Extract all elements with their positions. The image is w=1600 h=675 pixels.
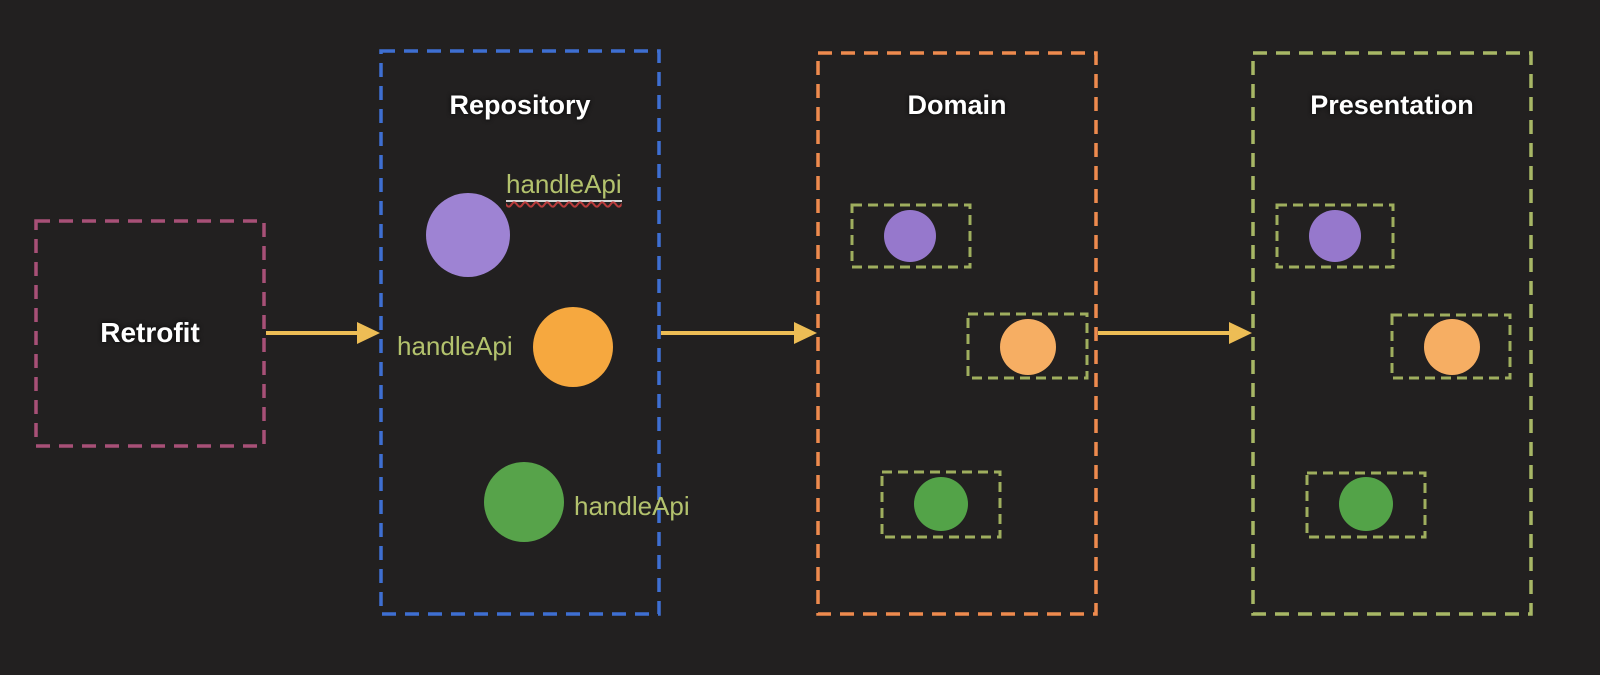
repository-box <box>379 49 661 616</box>
handle-api-label-bottom: handleApi <box>574 491 690 521</box>
presentation-green-circle <box>1339 477 1393 531</box>
domain-title: Domain <box>907 90 1007 120</box>
presentation-box <box>1251 51 1533 616</box>
domain-orange-item-box <box>966 312 1089 380</box>
presentation-green-item-box <box>1305 471 1427 539</box>
handle-api-label-middle: handleApi <box>397 331 513 361</box>
repository-purple-circle <box>426 193 510 277</box>
presentation-orange-item-box <box>1390 313 1512 380</box>
repository-title: Repository <box>449 90 591 120</box>
repository-green-circle <box>484 462 564 542</box>
arrow-domain-to-presentation <box>1098 322 1252 344</box>
presentation-title: Presentation <box>1310 90 1474 120</box>
domain-green-item-box <box>880 470 1002 539</box>
domain-purple-item-box <box>850 203 972 269</box>
domain-green-circle <box>914 477 968 531</box>
presentation-orange-circle <box>1424 319 1480 375</box>
presentation-purple-circle <box>1309 210 1361 262</box>
repository-orange-circle <box>533 307 613 387</box>
domain-purple-circle <box>884 210 936 262</box>
handle-api-text: handleApi <box>506 169 622 199</box>
handle-api-underline: handleApi <box>506 169 622 202</box>
handle-api-label-top: handleApi <box>506 169 622 202</box>
domain-orange-circle <box>1000 319 1056 375</box>
arrow-repository-to-domain <box>661 322 817 344</box>
domain-box <box>816 51 1098 616</box>
arrow-retrofit-to-repository <box>266 322 380 344</box>
presentation-purple-item-box <box>1275 203 1395 269</box>
retrofit-label: Retrofit <box>100 317 200 349</box>
retrofit-box <box>34 219 266 448</box>
